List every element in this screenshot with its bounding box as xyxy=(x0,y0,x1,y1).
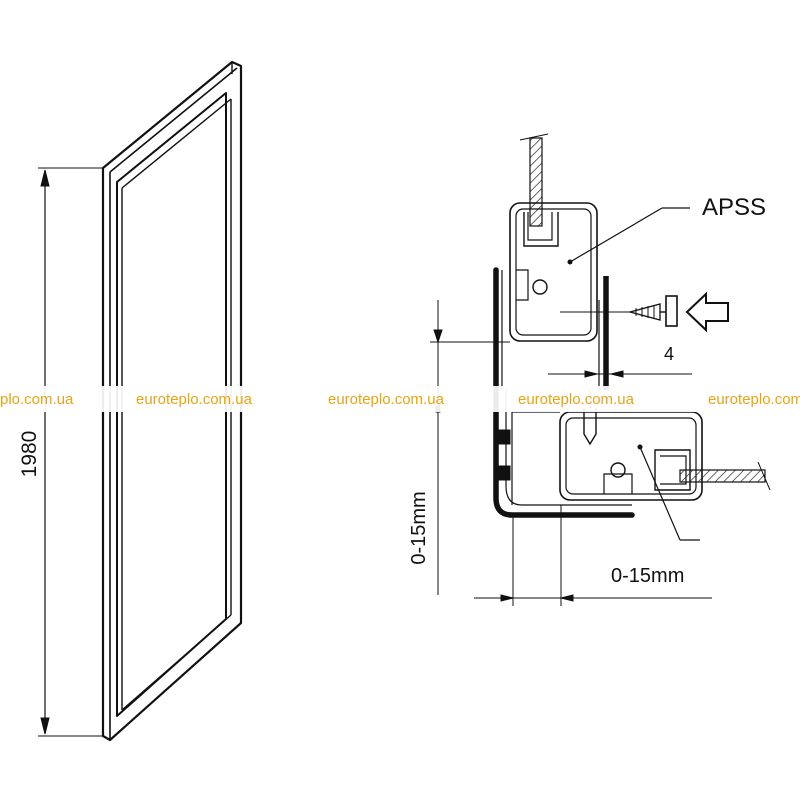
height-dimension xyxy=(38,167,103,737)
screw-hole-upper xyxy=(532,279,548,295)
watermark: plo.com.ua euroteplo.com.ua euroteplo.co… xyxy=(0,386,800,412)
watermark-text-3: euroteplo.com.ua xyxy=(328,391,445,408)
horizontal-adjust-dimension xyxy=(474,505,712,606)
height-label: 1980 xyxy=(18,431,41,478)
screw-gap-dimension xyxy=(548,370,692,378)
vertical-adjust-label: 0-15mm xyxy=(408,491,430,564)
watermark-text-2: euroteplo.com.ua xyxy=(136,391,253,408)
watermark-text-1: plo.com.ua xyxy=(0,391,74,408)
watermark-text-4: euroteplo.com.ua xyxy=(518,391,635,408)
screw-hole-lower xyxy=(610,462,626,478)
model-label: APSS xyxy=(702,194,766,221)
watermark-text-5: euroteplo.com.ua xyxy=(708,391,800,408)
horizontal-adjust-label: 0-15mm xyxy=(611,565,684,587)
screw-icon xyxy=(627,295,678,327)
screw-gap-label: 4 xyxy=(664,344,674,364)
insert-direction-arrow-icon xyxy=(685,291,729,333)
